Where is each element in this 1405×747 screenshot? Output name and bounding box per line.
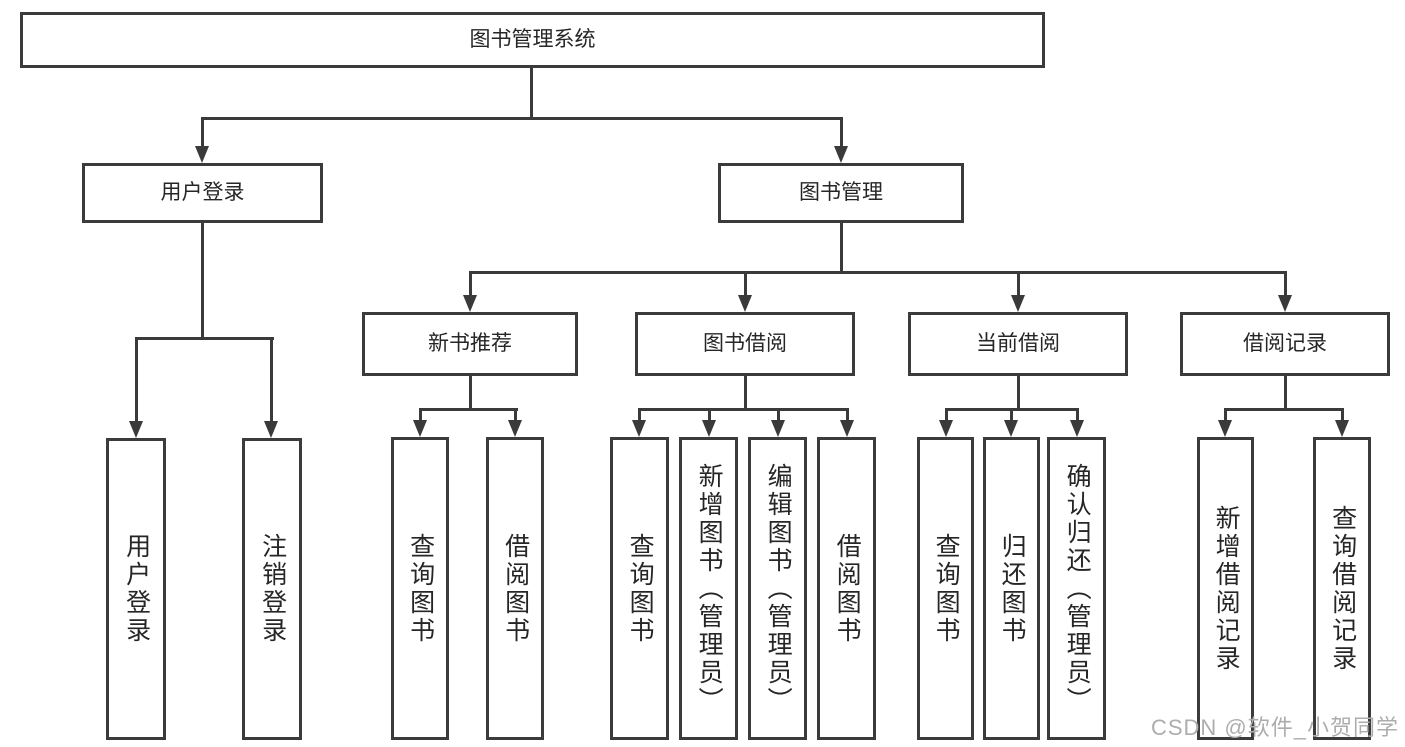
connector-line [1224, 408, 1227, 420]
connector-line [270, 337, 273, 421]
node-borrowing-records: 借阅记录 [1180, 312, 1390, 376]
arrow-down [1335, 420, 1349, 437]
connector-line [1224, 408, 1344, 411]
connector-line [744, 376, 747, 408]
arrow-down [834, 146, 848, 163]
leaf-query-borrow-record: 查询借阅记录 [1313, 437, 1371, 740]
connector-line [638, 408, 849, 411]
connector-line [514, 408, 517, 420]
connector-line [201, 223, 204, 337]
arrow-down [702, 420, 716, 437]
arrow-down [738, 295, 752, 312]
arrow-down [1278, 295, 1292, 312]
connector-line [777, 408, 780, 420]
node-current-borrowing: 当前借阅 [908, 312, 1128, 376]
node-book-borrowing: 图书借阅 [635, 312, 855, 376]
leaf-user-login: 用户登录 [106, 438, 166, 740]
leaf-edit-book-admin: 编辑图书（管理员） [748, 437, 807, 740]
connector-line [840, 223, 843, 271]
connector-line [419, 408, 422, 420]
connector-line [1284, 376, 1287, 408]
connector-line [201, 117, 843, 120]
leaf-return-books: 归还图书 [983, 437, 1040, 740]
arrow-down [129, 421, 143, 438]
arrow-down [264, 421, 278, 438]
connector-line [1017, 271, 1020, 295]
connector-line [708, 408, 711, 420]
connector-line [469, 271, 472, 295]
arrow-down [508, 420, 522, 437]
leaf-query-books-recommend: 查询图书 [391, 437, 449, 740]
arrow-down [939, 420, 953, 437]
arrow-down [1004, 420, 1018, 437]
connector-line [1017, 376, 1020, 408]
leaf-logout: 注销登录 [242, 438, 302, 740]
connector-line [1010, 408, 1013, 420]
connector-line [1284, 271, 1287, 295]
leaf-borrow-books: 借阅图书 [817, 437, 876, 740]
arrow-down [463, 295, 477, 312]
node-book-management: 图书管理 [718, 163, 964, 223]
arrow-down [771, 420, 785, 437]
arrow-down [413, 420, 427, 437]
connector-line [840, 117, 843, 146]
connector-line [135, 337, 274, 340]
arrow-down [1011, 295, 1025, 312]
leaf-add-borrow-record: 新增借阅记录 [1197, 437, 1254, 740]
connector-line [744, 271, 747, 295]
connector-line [201, 117, 204, 146]
leaf-query-books-current: 查询图书 [917, 437, 974, 740]
node-user-login: 用户登录 [82, 163, 323, 223]
connector-line [419, 408, 518, 411]
connector-line [945, 408, 948, 420]
csdn-watermark: CSDN @软件_小贺同学 [1150, 715, 1399, 740]
connector-line [1076, 408, 1079, 420]
leaf-confirm-return-admin: 确认归还（管理员） [1047, 437, 1106, 740]
leaf-query-books-borrow: 查询图书 [610, 437, 669, 740]
arrow-down [195, 146, 209, 163]
connector-line [638, 408, 641, 420]
leaf-add-book-admin: 新增图书（管理员） [679, 437, 738, 740]
arrow-down [632, 420, 646, 437]
arrow-down [1218, 420, 1232, 437]
connector-line [469, 376, 472, 408]
arrow-down [1070, 420, 1084, 437]
node-new-book-recommend: 新书推荐 [362, 312, 578, 376]
arrow-down [840, 420, 854, 437]
node-library-system: 图书管理系统 [20, 12, 1045, 68]
leaf-borrow-books-recommend: 借阅图书 [486, 437, 544, 740]
connector-line [846, 408, 849, 420]
connector-line [135, 337, 138, 421]
connector-line [1341, 408, 1344, 420]
connector-line [530, 68, 533, 117]
connector-line [469, 271, 1287, 274]
